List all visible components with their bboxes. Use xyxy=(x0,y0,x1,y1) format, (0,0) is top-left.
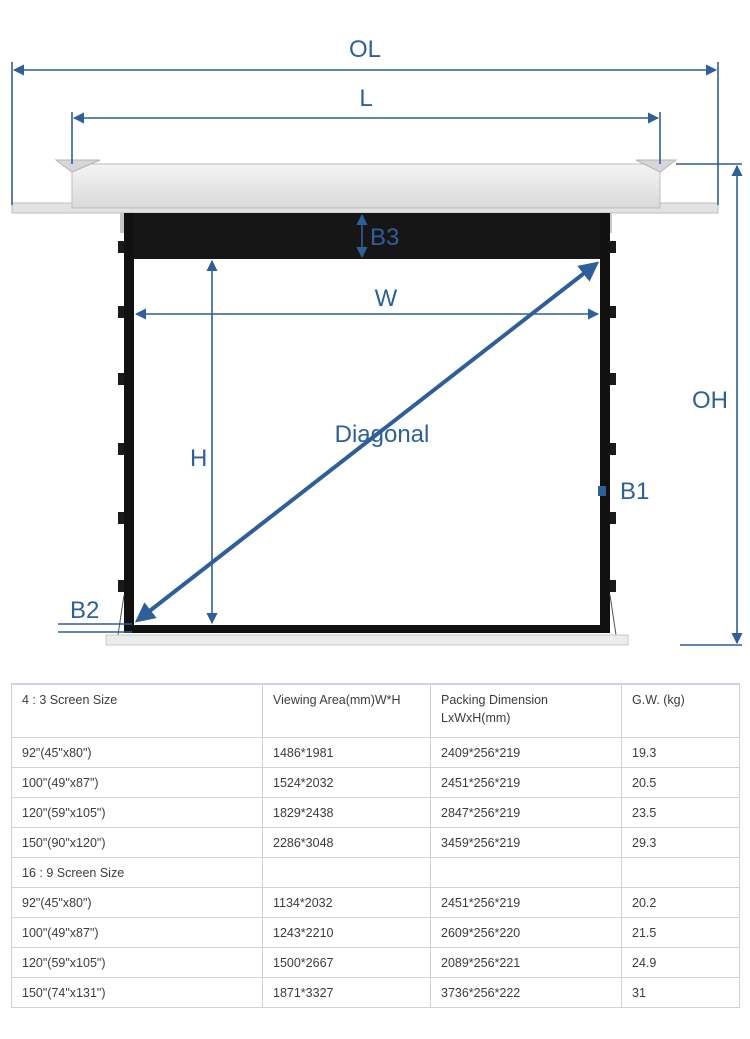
cell-packing-dimension: 2089*256*221 xyxy=(430,947,622,978)
label-ol: OL xyxy=(349,36,381,63)
ceiling-housing xyxy=(11,159,719,214)
table-section-row: 16 : 9 Screen Size xyxy=(11,857,740,888)
b1-marker xyxy=(598,486,606,496)
cell-screen-size: 120"(59"x105") xyxy=(11,797,263,828)
cell-packing-dimension: 2609*256*220 xyxy=(430,917,622,948)
cell-gross-weight: 21.5 xyxy=(621,917,740,948)
cell-viewing-area: 1500*2667 xyxy=(262,947,431,978)
header-gross-weight: G.W. (kg) xyxy=(621,683,740,738)
cell-viewing-area xyxy=(262,857,431,888)
cell-packing-dimension xyxy=(430,857,622,888)
cell-screen-size: 150"(90"x120") xyxy=(11,827,263,858)
cell-viewing-area: 1134*2032 xyxy=(262,887,431,918)
cell-gross-weight: 20.2 xyxy=(621,887,740,918)
cell-gross-weight: 31 xyxy=(621,977,740,1008)
label-oh: OH xyxy=(692,387,728,414)
cell-viewing-area: 2286*3048 xyxy=(262,827,431,858)
cell-screen-size: 100"(49"x87") xyxy=(11,917,263,948)
cell-gross-weight: 20.5 xyxy=(621,767,740,798)
cell-gross-weight: 23.5 xyxy=(621,797,740,828)
table-row: 120"(59"x105") 1829*2438 2847*256*219 23… xyxy=(11,797,740,828)
cell-gross-weight: 24.9 xyxy=(621,947,740,978)
cell-screen-size: 92"(45"x80") xyxy=(11,887,263,918)
header-viewing-area: Viewing Area(mm)W*H xyxy=(262,683,431,738)
table-row: 100"(49"x87") 1524*2032 2451*256*219 20.… xyxy=(11,767,740,798)
header-screen-size: 4 : 3 Screen Size xyxy=(11,683,263,738)
label-b1: B1 xyxy=(620,478,649,505)
label-h: H xyxy=(190,445,207,472)
cell-packing-dimension: 2451*256*219 xyxy=(430,887,622,918)
cell-gross-weight: 29.3 xyxy=(621,827,740,858)
cell-viewing-area: 1829*2438 xyxy=(262,797,431,828)
table-header-row: 4 : 3 Screen Size Viewing Area(mm)W*H Pa… xyxy=(11,683,740,738)
cell-screen-size: 150"(74"x131") xyxy=(11,977,263,1008)
spec-table-container: 4 : 3 Screen Size Viewing Area(mm)W*H Pa… xyxy=(11,683,740,1008)
label-l: L xyxy=(359,85,372,112)
cell-packing-dimension: 3459*256*219 xyxy=(430,827,622,858)
label-diagonal: Diagonal xyxy=(335,421,430,448)
label-b2: B2 xyxy=(70,597,99,624)
cell-viewing-area: 1243*2210 xyxy=(262,917,431,948)
cell-screen-size: 120"(59"x105") xyxy=(11,947,263,978)
cell-packing-dimension: 2451*256*219 xyxy=(430,767,622,798)
diagonal-arrow xyxy=(134,261,600,623)
header-packing-dimension: Packing Dimension LxWxH(mm) xyxy=(430,683,622,738)
table-row: 92"(45"x80") 1486*1981 2409*256*219 19.3 xyxy=(11,737,740,768)
label-w: W xyxy=(375,285,398,312)
cell-screen-size: 16 : 9 Screen Size xyxy=(11,857,263,888)
cell-packing-dimension: 2847*256*219 xyxy=(430,797,622,828)
cell-screen-size: 92"(45"x80") xyxy=(11,737,263,768)
cell-viewing-area: 1524*2032 xyxy=(262,767,431,798)
cell-screen-size: 100"(49"x87") xyxy=(11,767,263,798)
table-row: 150"(74"x131") 1871*3327 3736*256*222 31 xyxy=(11,977,740,1008)
spec-table: 4 : 3 Screen Size Viewing Area(mm)W*H Pa… xyxy=(11,683,740,1008)
table-row: 92"(45"x80") 1134*2032 2451*256*219 20.2 xyxy=(11,887,740,918)
cell-packing-dimension: 2409*256*219 xyxy=(430,737,622,768)
screen-dimension-diagram: OL L B3 W OH Diagonal H B1 B2 xyxy=(11,36,743,646)
label-b3: B3 xyxy=(370,224,399,251)
cell-viewing-area: 1486*1981 xyxy=(262,737,431,768)
table-row: 100"(49"x87") 1243*2210 2609*256*220 21.… xyxy=(11,917,740,948)
cell-gross-weight: 19.3 xyxy=(621,737,740,768)
table-row: 120"(59"x105") 1500*2667 2089*256*221 24… xyxy=(11,947,740,978)
cell-viewing-area: 1871*3327 xyxy=(262,977,431,1008)
cell-gross-weight xyxy=(621,857,740,888)
table-row: 150"(90"x120") 2286*3048 3459*256*219 29… xyxy=(11,827,740,858)
cell-packing-dimension: 3736*256*222 xyxy=(430,977,622,1008)
